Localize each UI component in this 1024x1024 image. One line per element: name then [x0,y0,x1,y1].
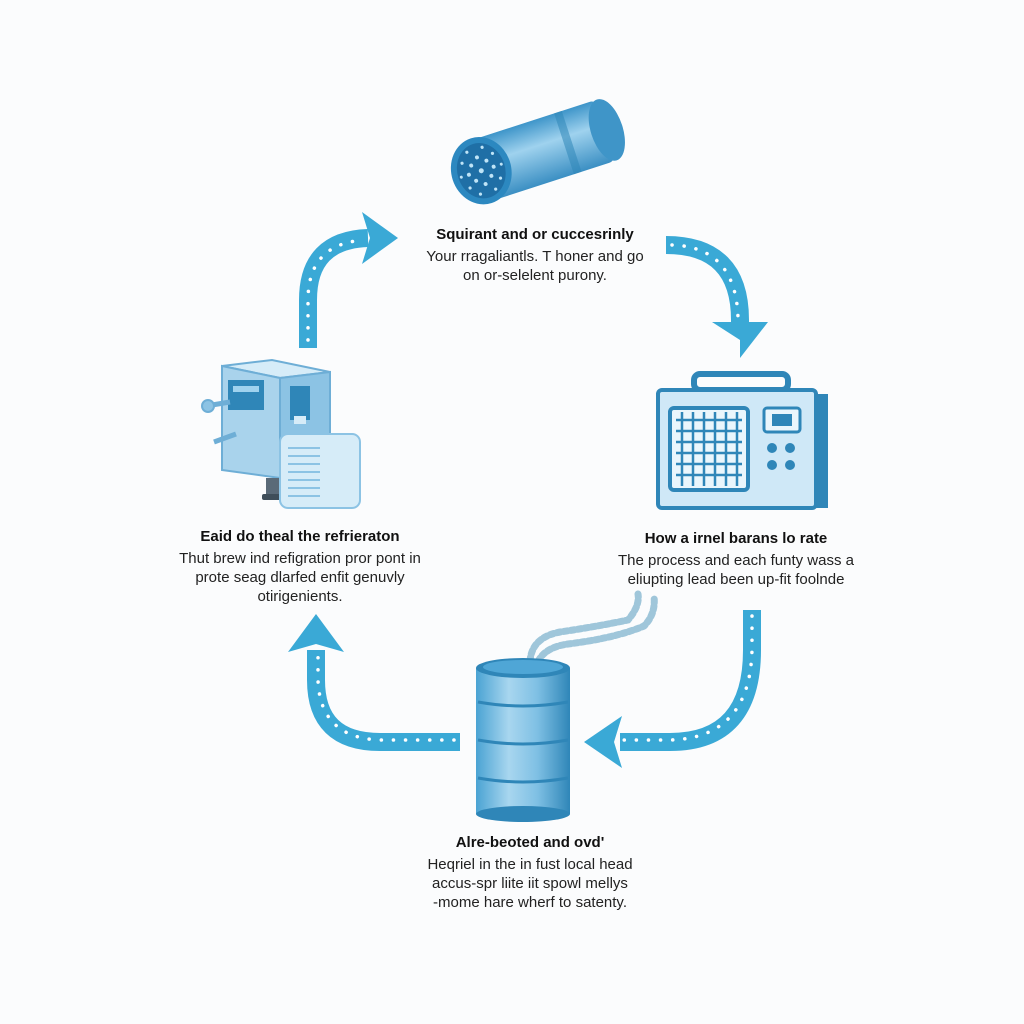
step-top-label: Squirant and or cuccesrinly Your rragali… [385,226,685,285]
step-top-line-1: Your rragaliantls. T honer and go [426,248,644,265]
step-left-line-1: Thut brew ind refigration pror pont in [179,550,421,567]
step-bottom-title: Alre-beoted and ovd' [455,834,605,851]
step-left-line-2: prote seag dlarfed enfit genuvly [195,569,405,586]
refrigerant-tank-icon [476,590,658,822]
arrow-left-to-top [299,212,398,348]
step-bottom-line-1: Heqriel in the in fust local head [427,856,633,873]
step-right-label: How a irnel barans lo rate The process a… [586,530,886,589]
step-left-line-3: otirigenients. [257,588,343,605]
step-right-line-1: The process and each funty wass a [618,552,854,569]
arrow-bottom-to-left [288,614,460,751]
air-conditioner-unit-icon [656,371,828,510]
compressor-machine-icon [201,358,361,509]
arrow-top-to-right [665,236,768,358]
step-left-title: Eaid do theal the refrieraton [200,528,400,545]
step-top-title: Squirant and or cuccesrinly [436,226,634,243]
arrow-right-to-bottom [584,610,761,768]
step-bottom-line-2: accus-spr liite iit spowl mellys [432,875,628,892]
filter-cartridge-icon [450,99,625,205]
step-right-title: How a irnel barans lo rate [644,530,828,547]
step-left-label: Eaid do theal the refrieraton Thut brew … [150,528,450,606]
step-right-line-2: eliupting lead been up-fit foolnde [627,571,845,588]
step-bottom-line-3: -mome hare wherf to satenty. [433,894,627,911]
step-top-line-2: on or-selelent purony. [463,267,607,284]
step-bottom-label: Alre-beoted and ovd' Heqriel in the in f… [380,834,680,912]
